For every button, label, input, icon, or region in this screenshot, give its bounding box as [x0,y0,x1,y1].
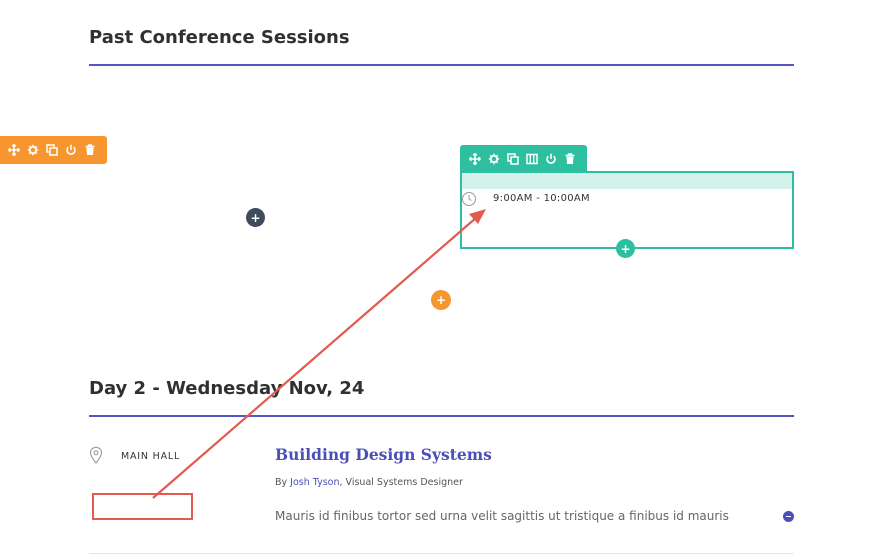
move-icon[interactable] [468,152,482,166]
day-divider [89,415,794,417]
add-module-button[interactable]: + [616,239,635,258]
clock-icon [462,192,476,206]
gear-icon[interactable] [26,143,40,157]
session-title-link[interactable]: Building Design Systems [275,445,492,464]
session-location: MAIN HALL [121,451,181,462]
row-toolbar [0,136,107,164]
session-description: Mauris id finibus tortor sed urna velit … [275,509,729,523]
speaker-link[interactable]: Josh Tyson [290,477,340,488]
annotation-highlight-box [92,493,193,520]
section-divider [89,64,794,66]
row-divider [89,553,794,554]
move-icon[interactable] [7,143,21,157]
power-icon[interactable] [64,143,78,157]
section-title: Past Conference Sessions [89,27,350,48]
gear-icon[interactable] [487,152,501,166]
add-section-button[interactable]: + [246,208,265,227]
session-byline: By Josh Tyson, Visual Systems Designer [275,477,463,488]
trash-icon[interactable] [563,152,577,166]
add-row-button[interactable]: + [431,290,451,310]
power-icon[interactable] [544,152,558,166]
module-toolbar [460,145,587,172]
day-title: Day 2 - Wednesday Nov, 24 [89,378,365,399]
trash-icon[interactable] [83,143,97,157]
speaker-role: , Visual Systems Designer [339,477,463,488]
session-time: 9:00AM - 10:00AM [493,193,590,204]
duplicate-icon[interactable] [45,143,59,157]
location-pin-icon [89,446,103,464]
module-highlight [462,173,792,189]
columns-icon[interactable] [525,152,539,166]
collapse-minus-icon[interactable] [783,511,794,522]
duplicate-icon[interactable] [506,152,520,166]
byline-prefix: By [275,477,291,488]
